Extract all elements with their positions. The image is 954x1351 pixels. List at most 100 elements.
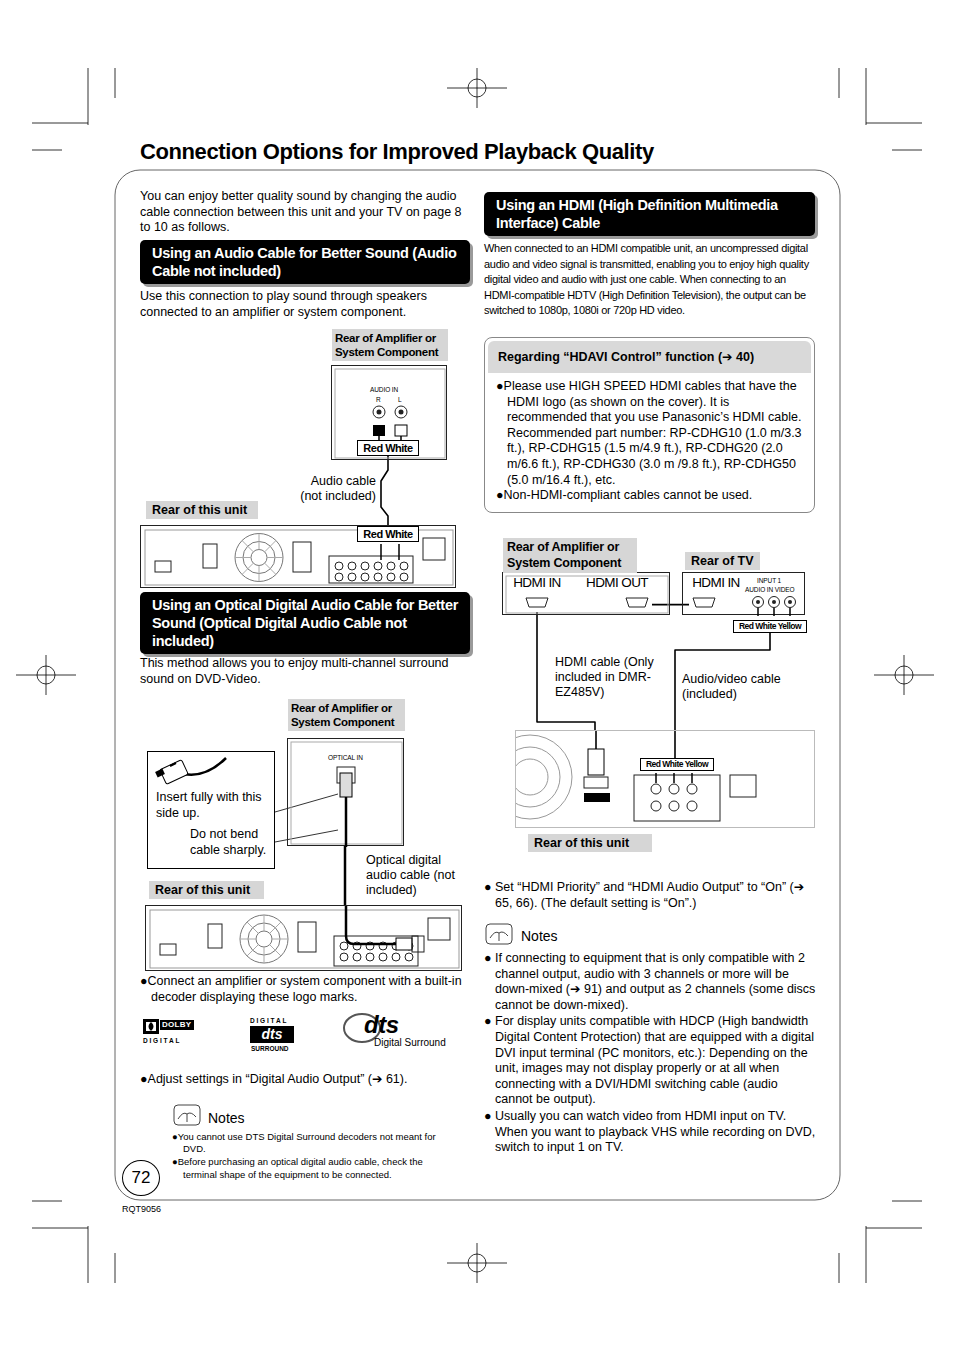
av-jack-pin [788,600,792,604]
dolby-mark [143,1019,159,1034]
node-heading: Regarding “HDAVI Control” function (➔ 40… [488,341,811,373]
node-heading: Insert fully with this side up. [156,790,272,821]
audio-jack [373,406,385,418]
section-band: Using an Optical Digital Audio Cable for… [140,592,470,654]
fan-blade [247,922,258,933]
node-text: ●Non-HDMI-compliant cables cannot be use… [488,488,811,504]
plug-label: Red White Yellow [640,758,714,771]
hdmi-port [693,598,715,607]
node-text: L [398,396,402,404]
av-jack [785,597,796,608]
node-heading: Red White [358,527,418,541]
node-heading: Rear of TV [685,552,760,570]
registration-cross [16,655,76,695]
jack [374,573,382,581]
unit-rear-panel: Rear of this unit [145,905,462,971]
audio-jack [395,406,407,418]
fan-blade [259,534,260,550]
up-mark [170,763,176,766]
unit-housing [150,910,459,968]
ac-inlet [155,561,171,572]
registration-cross [447,1243,507,1283]
fan-blade [242,541,253,552]
node-heading: Rear of Amplifier or System Component [332,329,448,361]
cable-label: Audio cable (not included) [288,474,376,504]
node-heading: HDMI IN [508,575,566,591]
fan-blade [270,922,281,933]
fan-blade [247,945,258,956]
note-box: Regarding “HDAVI Control” function (➔ 40… [484,337,815,513]
jack [348,573,356,581]
cooling-fan [251,550,267,566]
notes-icon [486,924,512,944]
node-text: ●Please use HIGH SPEED HDMI cables that … [488,379,811,488]
logo-text: dts [364,1012,399,1038]
hdmi-port [626,598,648,607]
node-heading: Using an Optical Digital Audio Cable for… [152,596,460,650]
optical-plug [160,760,189,785]
jack [366,953,374,961]
plug-inset: Insert fully with this side up.Do not be… [147,751,275,869]
jack [340,953,348,961]
cable-label: Optical digital audio cable (not include… [366,853,462,899]
jack [348,562,356,570]
av-jack [687,784,697,794]
plug-lead [789,608,791,616]
av-jack-pin [756,600,760,604]
cooling-fan [235,534,283,582]
unit-rear-panel: Rear of this unitRed White Yellow [515,730,815,828]
av-jack [753,597,764,608]
hdmi-logo [584,793,610,802]
notes-heading: Notes [521,928,558,944]
crop-mark [839,68,922,150]
av-jack [769,597,780,608]
page-number: 72 [122,1160,160,1196]
registration-cross [874,655,934,695]
av-jack [669,784,679,794]
leader-line [275,794,338,812]
node-heading: Red White Yellow [641,759,713,770]
plug-lead [655,773,657,783]
plug-label: Red White Yellow [733,620,807,633]
body-text: Use this connection to play sound throug… [140,289,470,320]
cable-line [344,846,347,905]
bullet-text: ● Set “HDMI Priority” and “HDMI Audio Ou… [484,880,815,911]
hdmi-terminal: HDMI IN [508,575,566,612]
plug-label: Red White [357,440,419,456]
jack [361,573,369,581]
av-jack [669,801,679,811]
device-illustration [146,906,463,972]
fan-blade [259,566,260,582]
antenna-terminal [203,544,217,568]
jack [374,562,382,570]
cooling-fan [516,759,548,795]
hdmi-terminal [298,922,316,952]
crop-mark [32,68,115,150]
cooling-fan [240,915,288,963]
jack [400,562,408,570]
node-text: R [376,396,381,404]
node-heading: HDMI OUT [582,575,652,591]
cable-line [652,604,689,606]
registration-cross [447,68,507,108]
content-panel [115,170,840,1200]
plug-tip [155,769,165,778]
s-video-terminal [730,775,756,797]
crop-mark [839,1201,922,1283]
amplifier-rear-panel: Rear of Amplifier or System ComponentAUD… [331,365,447,460]
plug-label: Red White [357,526,419,542]
crop-mark [32,1201,115,1283]
note-text: ● For display units compatible with HDCP… [484,1014,816,1108]
logo-text: D I G I T A L [143,1037,179,1045]
body-text: This method allows you to enjoy multi-ch… [140,656,470,687]
plug-lead [691,773,693,783]
cooling-fan [256,931,272,947]
bullet-text: ●Connect an amplifier or system componen… [140,974,470,1005]
optical-port [412,936,424,952]
node-text: AUDIO IN VIDEO [745,586,795,594]
hdmi-port [584,777,608,788]
logo-text: D I G I T A L [250,1017,286,1025]
notes-icon [174,1105,200,1125]
hdmi-terminal: HDMI OUT [582,575,652,612]
cable-label: Audio/video cable (included) [682,672,802,702]
